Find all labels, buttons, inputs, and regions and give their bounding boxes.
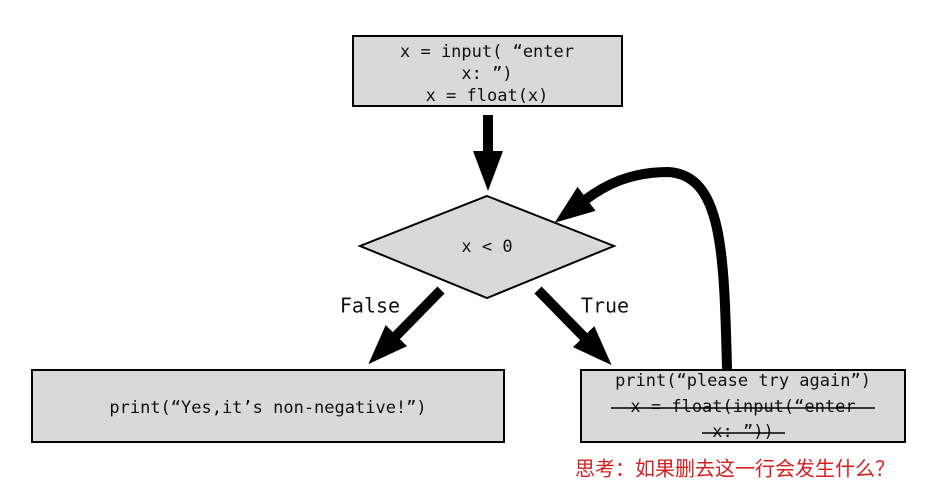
input-box-line-1: x = input( “enter	[400, 42, 574, 62]
arrow-true-branch	[534, 286, 612, 366]
arrow-loop-back	[554, 166, 732, 373]
input-box-line-2: x: ”)	[461, 64, 512, 84]
false-edge-label: False	[340, 294, 400, 318]
false-box	[31, 369, 505, 443]
input-box	[352, 35, 623, 107]
true-box	[580, 369, 906, 443]
true-box-line-3: x: ”))	[712, 422, 773, 442]
input-box-line-3: x = float(x)	[426, 86, 549, 106]
question-text: 思考：如果删去这一行会发生什么？	[575, 457, 895, 481]
arrow-false-branch	[368, 286, 445, 365]
decision-diamond	[357, 194, 617, 300]
decision-label: x < 0	[461, 237, 512, 257]
true-box-line-1: print(“please try again”)	[615, 371, 871, 391]
false-box-label: print(“Yes,it’s non-negative!”)	[109, 398, 426, 418]
true-box-line-2: x = float(input(“enter	[630, 397, 855, 417]
true-edge-label: True	[581, 294, 629, 318]
